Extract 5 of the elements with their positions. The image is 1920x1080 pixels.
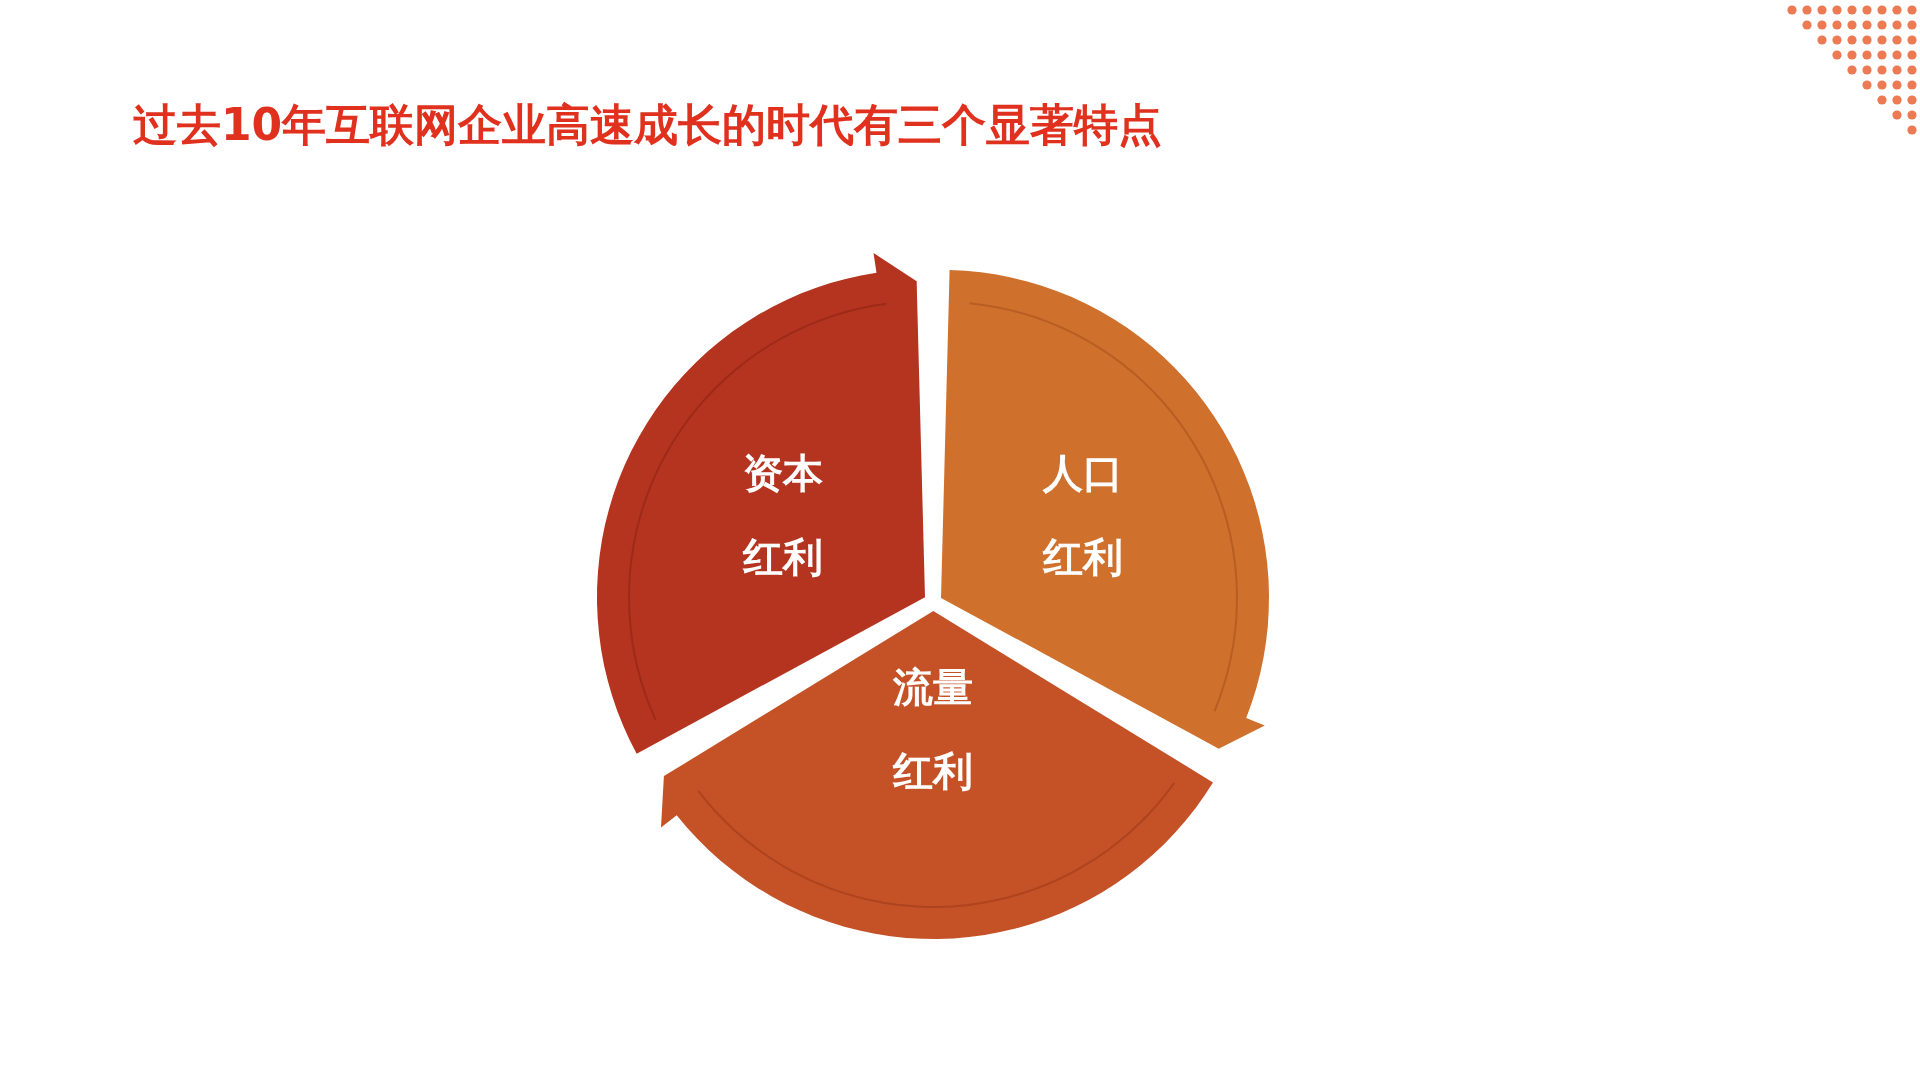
segment-label: 人口红利: [1041, 449, 1124, 583]
segment-label: 流量红利: [892, 663, 974, 797]
segment-label: 资本红利: [742, 449, 825, 583]
cycle-segment: [660, 611, 1213, 939]
title: 过去10年互联网企业高速成长的时代有三个显著特点: [133, 98, 1163, 152]
